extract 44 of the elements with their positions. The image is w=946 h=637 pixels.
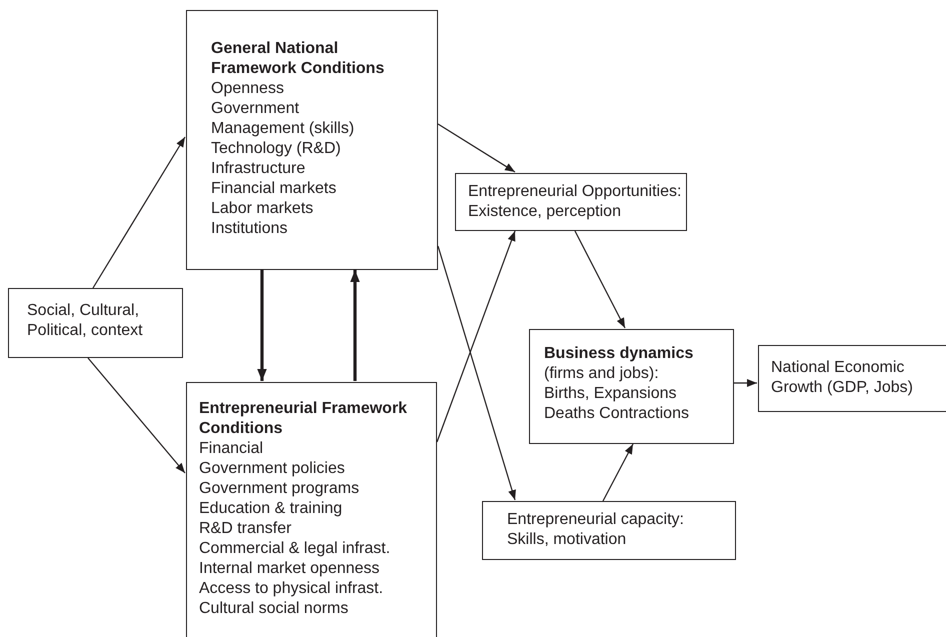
box-text: R&D transfer [199, 519, 292, 539]
box-text: Cultural social norms [199, 599, 350, 619]
arrow [257, 270, 267, 381]
arrow [436, 230, 516, 442]
box-heading: General National Framework Conditions [211, 39, 386, 79]
text-box [8, 288, 183, 358]
box-text: Education & training [199, 499, 344, 519]
arrow [602, 444, 634, 502]
arrow [438, 124, 516, 172]
arrow [350, 270, 360, 381]
box-text: Financial markets [211, 179, 338, 199]
box-text: Births, Expansions [544, 384, 678, 404]
arrow [734, 379, 757, 387]
box-heading: Entrepreneurial Framework Conditions [199, 399, 408, 439]
box-text: Commercial & legal infrast. [199, 539, 392, 559]
text-box [482, 501, 736, 560]
box-text: Financial [199, 439, 264, 459]
box-text: Management (skills) [211, 119, 356, 139]
box-text: Government programs [199, 479, 360, 499]
arrow [92, 136, 186, 288]
box-text: Entrepreneurial capacity: Skills, motivation [507, 510, 685, 550]
box-text: Internal market openness [199, 559, 381, 579]
box-text: Institutions [211, 219, 288, 239]
text-box [529, 329, 734, 444]
box-heading: Business dynamics [544, 344, 694, 364]
arrow [574, 230, 626, 328]
box-text: Deaths Contractions [544, 404, 690, 424]
box-text: Access to physical infrast. [199, 579, 384, 599]
text-box [186, 382, 437, 637]
arrow [88, 358, 186, 474]
box-text: Government [211, 99, 300, 119]
box-text: Social, Cultural, Political, context [27, 301, 144, 341]
box-text: National Economic Growth (GDP, Jobs) [771, 358, 914, 398]
box-text: (firms and jobs): [544, 364, 660, 384]
box-text: Government policies [199, 459, 346, 479]
arrow [437, 246, 516, 500]
text-box [758, 345, 946, 412]
text-box [455, 173, 687, 231]
box-text: Infrastructure [211, 159, 306, 179]
box-text: Openness [211, 79, 285, 99]
text-box [186, 10, 438, 270]
box-text: Labor markets [211, 199, 314, 219]
box-text: Technology (R&D) [211, 139, 342, 159]
box-text: Entrepreneurial Opportunities: Existence, perception [468, 182, 682, 222]
